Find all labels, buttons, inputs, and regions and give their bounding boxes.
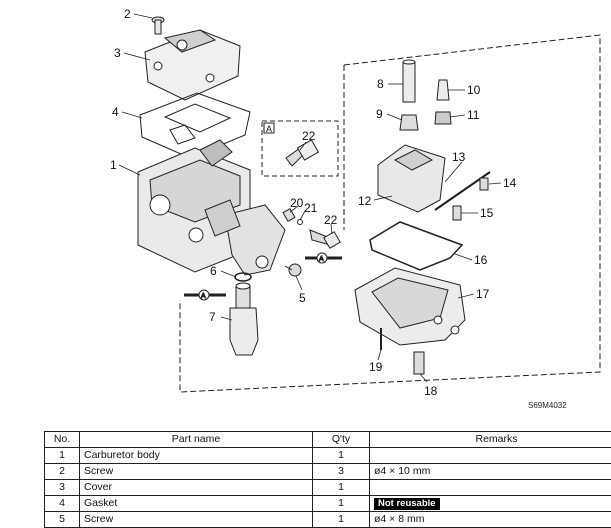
svg-text:A: A (319, 256, 324, 263)
carburetor-body-1 (137, 139, 286, 276)
gasket-16 (369, 221, 464, 271)
parts-table: No. Part name Q'ty Remarks 1 Carburetor … (44, 431, 611, 528)
header-part-name: Part name (79, 431, 313, 448)
row-qty: 1 (312, 447, 370, 464)
table-header-row: No. Part name Q'ty Remarks (44, 431, 611, 448)
callout-14: 14 (503, 176, 517, 190)
parts-20-21-22 (282, 207, 341, 249)
screw-5 (284, 263, 302, 277)
o-ring-6 (234, 272, 252, 282)
pilot-screw-inset (285, 139, 320, 167)
callout-4: 4 (112, 105, 119, 119)
row-remarks: Not reusable (369, 495, 611, 512)
table-row: 5 Screw 1 ø4 × 8 mm (44, 511, 611, 528)
callout-9: 9 (376, 107, 383, 121)
arrow-a-right: A (305, 252, 342, 264)
callout-11: 11 (467, 108, 480, 122)
row-remarks: ø4 × 8 mm (369, 511, 611, 528)
parts-18-19 (380, 328, 425, 375)
table-row: 2 Screw 3 ø4 × 10 mm (44, 463, 611, 480)
row-no: 4 (44, 495, 80, 512)
callout-18: 18 (424, 384, 438, 398)
callout-labels: 2 3 4 1 8 9 10 11 13 14 12 15 16 17 18 1… (110, 7, 517, 398)
callout-3: 3 (114, 46, 121, 60)
header-remarks: Remarks (369, 431, 611, 448)
row-no: 5 (44, 511, 80, 528)
callout-22b: 22 (324, 213, 338, 227)
row-part-name: Carburetor body (79, 447, 313, 464)
row-part-name: Cover (79, 479, 313, 496)
row-part-name: Gasket (79, 495, 313, 512)
callout-17: 17 (476, 287, 490, 301)
row-qty: 1 (312, 511, 370, 528)
table-row: 1 Carburetor body 1 (44, 447, 611, 464)
callout-22a: 22 (302, 129, 316, 143)
callout-13: 13 (452, 150, 466, 164)
callout-10: 10 (467, 83, 481, 97)
callout-1: 1 (110, 158, 117, 172)
svg-text:A: A (201, 293, 206, 300)
callout-6: 6 (210, 264, 217, 278)
callout-19: 19 (369, 360, 383, 374)
leader-lines (118, 13, 502, 383)
screw-2 (151, 16, 165, 35)
inset-label: A (266, 124, 272, 134)
figure-code: S69M4032 (528, 401, 567, 410)
row-remarks: ø4 × 10 mm (369, 463, 611, 480)
parts-13-15 (434, 171, 491, 221)
row-qty: 1 (312, 479, 370, 496)
assembly-outline (179, 34, 601, 393)
callout-21: 21 (304, 201, 318, 215)
table-row: 3 Cover 1 (44, 479, 611, 496)
carburetor-exploded-diagram: A (110, 7, 601, 398)
cover-3 (144, 29, 241, 101)
row-part-name: Screw (79, 463, 313, 480)
row-qty: 3 (312, 463, 370, 480)
arrow-a-left: A (184, 289, 226, 301)
float-12 (377, 144, 446, 213)
row-qty: 1 (312, 495, 370, 512)
callout-5: 5 (299, 291, 306, 305)
callout-2: 2 (124, 7, 131, 21)
callout-7: 7 (209, 310, 216, 324)
callout-12: 12 (358, 194, 372, 208)
not-reusable-badge: Not reusable (374, 498, 440, 510)
row-part-name: Screw (79, 511, 313, 528)
row-no: 2 (44, 463, 80, 480)
row-no: 3 (44, 479, 80, 496)
row-remarks (369, 447, 611, 464)
parts-8-11 (399, 59, 452, 131)
float-chamber-17 (354, 267, 466, 346)
inset-box-a: A (261, 120, 339, 177)
table-row: 4 Gasket 1 Not reusable (44, 495, 611, 512)
callout-15: 15 (480, 206, 494, 220)
callout-16: 16 (474, 253, 488, 267)
row-remarks (369, 479, 611, 496)
callout-8: 8 (377, 77, 384, 91)
part-7 (229, 282, 259, 356)
callout-20: 20 (290, 196, 304, 210)
gasket-4 (139, 92, 251, 159)
header-qty: Q'ty (312, 431, 370, 448)
header-no: No. (44, 431, 80, 448)
row-no: 1 (44, 447, 80, 464)
